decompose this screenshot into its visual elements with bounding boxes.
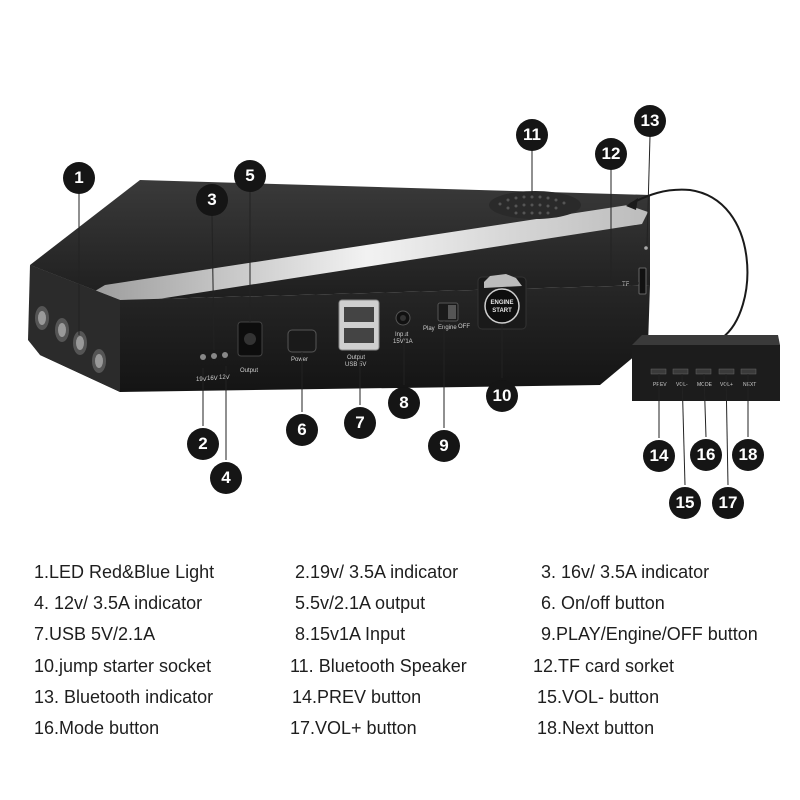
bluetooth-indicator bbox=[644, 246, 648, 250]
engine-start-text-2: START bbox=[492, 308, 512, 314]
legend-item-18: 18.Next button bbox=[537, 718, 655, 738]
legend-item-5: 5.5v/2.1A output bbox=[295, 593, 426, 613]
callout-1: 1 bbox=[63, 162, 95, 194]
label-play: Play bbox=[423, 326, 435, 332]
legend: 1.LED Red&Blue Light 2.19v/ 3.5A indicat… bbox=[0, 560, 800, 750]
label-tf: TF bbox=[622, 282, 630, 288]
led-lights bbox=[35, 306, 106, 373]
speaker-grille bbox=[489, 191, 581, 219]
legend-item-13: 13. Bluetooth indicator bbox=[34, 687, 214, 707]
legend-item-7: 7.USB 5V/2.1A bbox=[34, 624, 156, 644]
label-output: Output bbox=[240, 368, 258, 374]
legend-item-6: 6. On/off button bbox=[541, 593, 665, 613]
legend-item-2: 2.19v/ 3.5A indicator bbox=[295, 562, 459, 582]
label-off: OFF bbox=[458, 324, 470, 330]
tf-card-slot bbox=[638, 267, 647, 295]
legend-item-11: 11. Bluetooth Speaker bbox=[290, 656, 467, 676]
legend-item-17: 17.VOL+ button bbox=[290, 718, 417, 738]
leader-lines bbox=[78, 135, 749, 486]
label-16v: 16V bbox=[207, 376, 218, 382]
legend-item-4: 4. 12v/ 3.5A indicator bbox=[34, 593, 203, 613]
remote-label-next: NEXT bbox=[743, 382, 756, 388]
callout-8: 8 bbox=[388, 387, 420, 419]
callout-17: 17 bbox=[712, 487, 744, 519]
remote-label-prev: PREV bbox=[653, 382, 667, 388]
label-power: Power bbox=[291, 357, 308, 363]
callout-10: 10 bbox=[486, 380, 518, 412]
callout-12: 12 bbox=[595, 138, 627, 170]
device-silver-strip bbox=[85, 205, 648, 305]
label-engine: Engine bbox=[438, 325, 457, 331]
jump-starter-socket: ENGINE START bbox=[477, 274, 527, 330]
label-19v: 19V bbox=[196, 377, 207, 383]
power-button bbox=[287, 329, 317, 353]
label-12v: 12V bbox=[219, 375, 230, 381]
callout-11: 11 bbox=[516, 119, 548, 151]
engine-start-text-1: ENGINE bbox=[490, 300, 513, 306]
connection-arrow bbox=[629, 188, 749, 339]
label-usb-5v: USB 5V bbox=[345, 362, 366, 368]
legend-item-16: 16.Mode button bbox=[34, 718, 160, 738]
callout-18: 18 bbox=[732, 439, 764, 471]
legend-item-8: 8.15v1A Input bbox=[295, 624, 406, 644]
legend-item-1: 1.LED Red&Blue Light bbox=[34, 562, 215, 582]
callout-5: 5 bbox=[234, 160, 266, 192]
callout-4: 4 bbox=[210, 462, 242, 494]
callout-6: 6 bbox=[286, 414, 318, 446]
callout-14: 14 bbox=[643, 440, 675, 472]
label-input: Input bbox=[395, 332, 409, 338]
callout-15: 15 bbox=[669, 487, 701, 519]
label-usb-output: Output bbox=[347, 355, 365, 361]
remote-module: PREV VOL- MODE VOL+ NEXT bbox=[632, 335, 780, 401]
device-illustration: 19V 16V 12V Output Power Output USB 5V I… bbox=[28, 135, 780, 486]
callout-2: 2 bbox=[187, 428, 219, 460]
legend-item-12: 12.TF card sorket bbox=[533, 656, 675, 676]
indicator-leds bbox=[200, 352, 228, 360]
legend-item-9: 9.PLAY/Engine/OFF button bbox=[541, 624, 758, 644]
callout-3: 3 bbox=[196, 184, 228, 216]
callout-9: 9 bbox=[428, 430, 460, 462]
legend-item-14: 14.PREV button bbox=[292, 687, 422, 707]
callout-16: 16 bbox=[690, 439, 722, 471]
legend-item-10: 10.jump starter socket bbox=[34, 656, 212, 676]
legend-item-15: 15.VOL- button bbox=[537, 687, 660, 707]
callout-13: 13 bbox=[634, 105, 666, 137]
label-input-rating: 15V/1A bbox=[393, 339, 413, 345]
callout-7: 7 bbox=[344, 407, 376, 439]
legend-item-3: 3. 16v/ 3.5A indicator bbox=[541, 562, 710, 582]
